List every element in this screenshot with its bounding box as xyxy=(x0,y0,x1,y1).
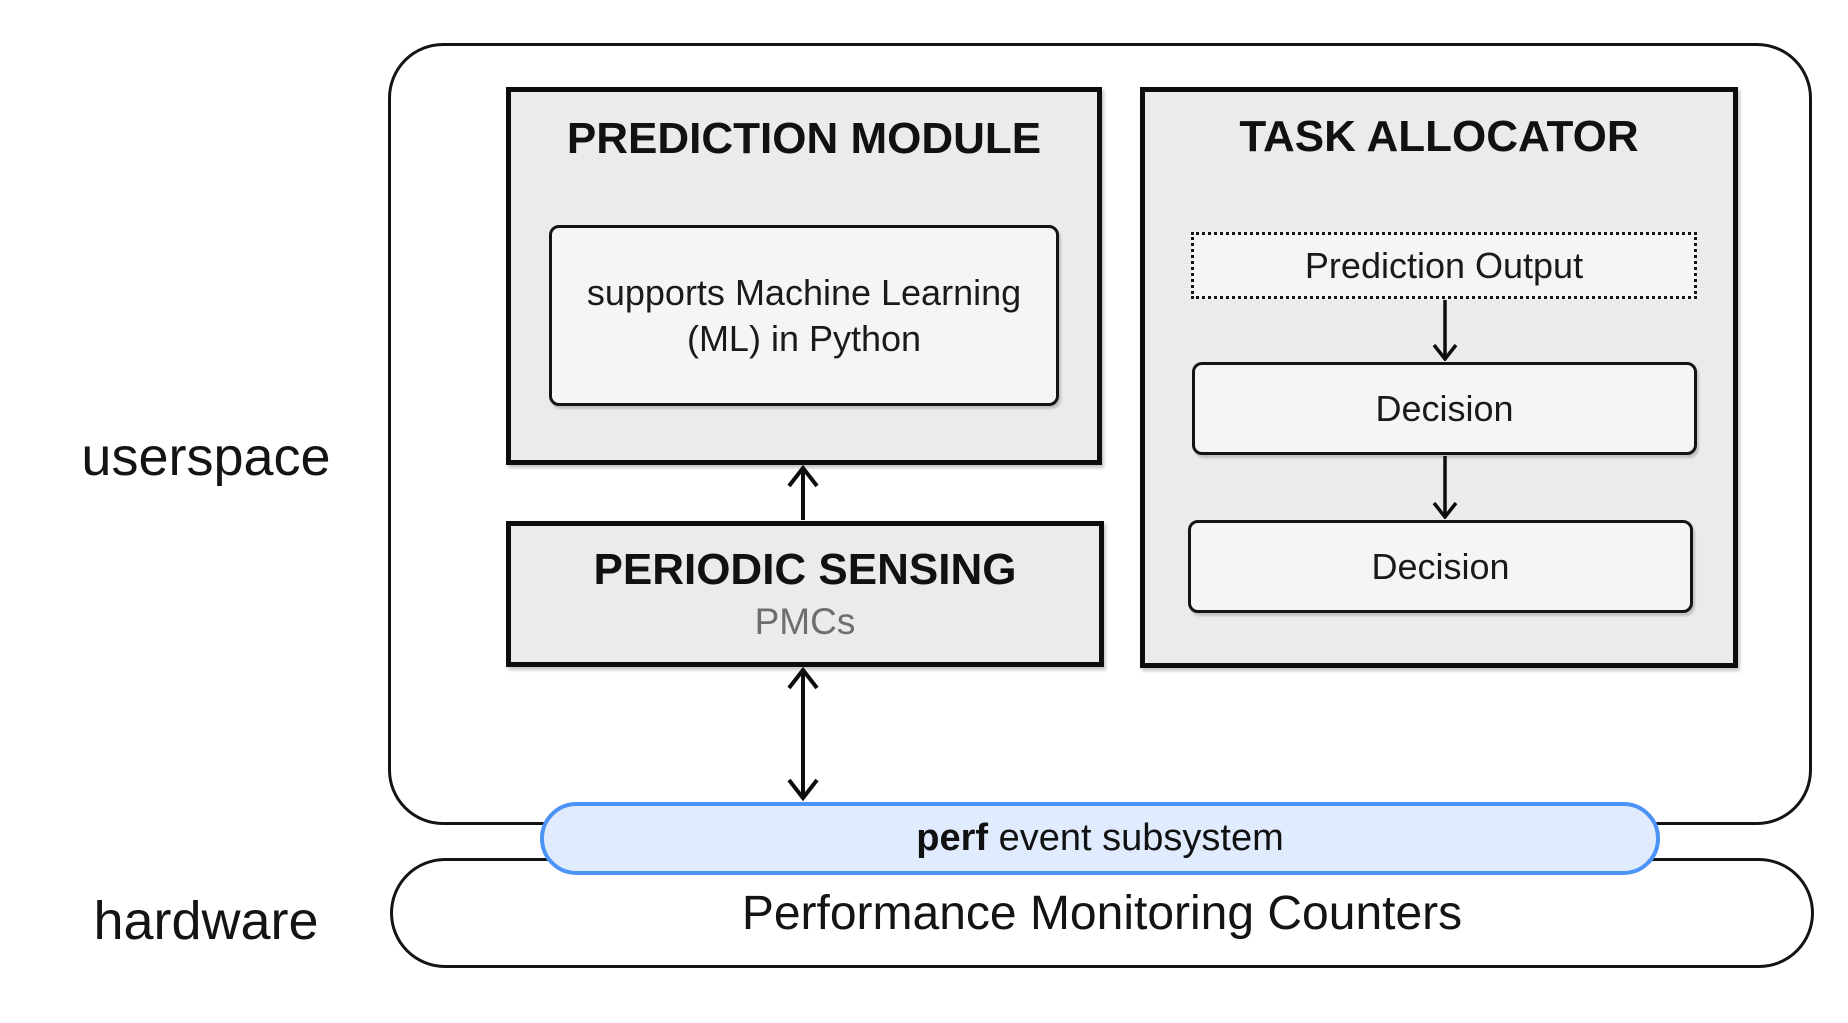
ml-support-text: supports Machine Learning (ML) in Python xyxy=(586,271,1022,359)
arrow-decision-to-decision xyxy=(1432,456,1458,519)
arrow-sensing-to-prediction xyxy=(787,464,819,520)
hardware-region: Performance Monitoring Counters xyxy=(390,858,1814,968)
decision-box-1: Decision xyxy=(1192,362,1697,455)
task-allocator-title: TASK ALLOCATOR xyxy=(1239,112,1639,161)
perf-label-rest: event subsystem xyxy=(988,817,1284,859)
periodic-sensing-title: PERIODIC SENSING xyxy=(593,545,1017,594)
decision-box-2: Decision xyxy=(1188,520,1693,613)
prediction-module-title: PREDICTION MODULE xyxy=(566,114,1042,163)
task-allocator-box: TASK ALLOCATOR Prediction Output Decisio… xyxy=(1140,87,1738,668)
decision-label-1: Decision xyxy=(1375,387,1514,429)
performance-monitoring-counters-label: Performance Monitoring Counters xyxy=(741,886,1463,940)
perf-event-subsystem-bar: perf event subsystem xyxy=(540,802,1660,875)
ml-support-box: supports Machine Learning (ML) in Python xyxy=(549,225,1059,406)
periodic-sensing-box: PERIODIC SENSING PMCs xyxy=(506,521,1104,667)
perf-label-bold: perf xyxy=(916,817,989,859)
arrow-sensing-perf-bidirectional xyxy=(787,666,819,802)
userspace-label: userspace xyxy=(81,427,331,487)
arrow-output-to-decision xyxy=(1432,300,1458,361)
pmcs-label: PMCs xyxy=(754,601,856,642)
prediction-output-box: Prediction Output xyxy=(1191,232,1697,299)
prediction-module-box: PREDICTION MODULE supports Machine Learn… xyxy=(506,87,1102,465)
hardware-label: hardware xyxy=(93,891,319,951)
decision-label-2: Decision xyxy=(1371,545,1510,587)
prediction-output-label: Prediction Output xyxy=(1304,244,1584,286)
